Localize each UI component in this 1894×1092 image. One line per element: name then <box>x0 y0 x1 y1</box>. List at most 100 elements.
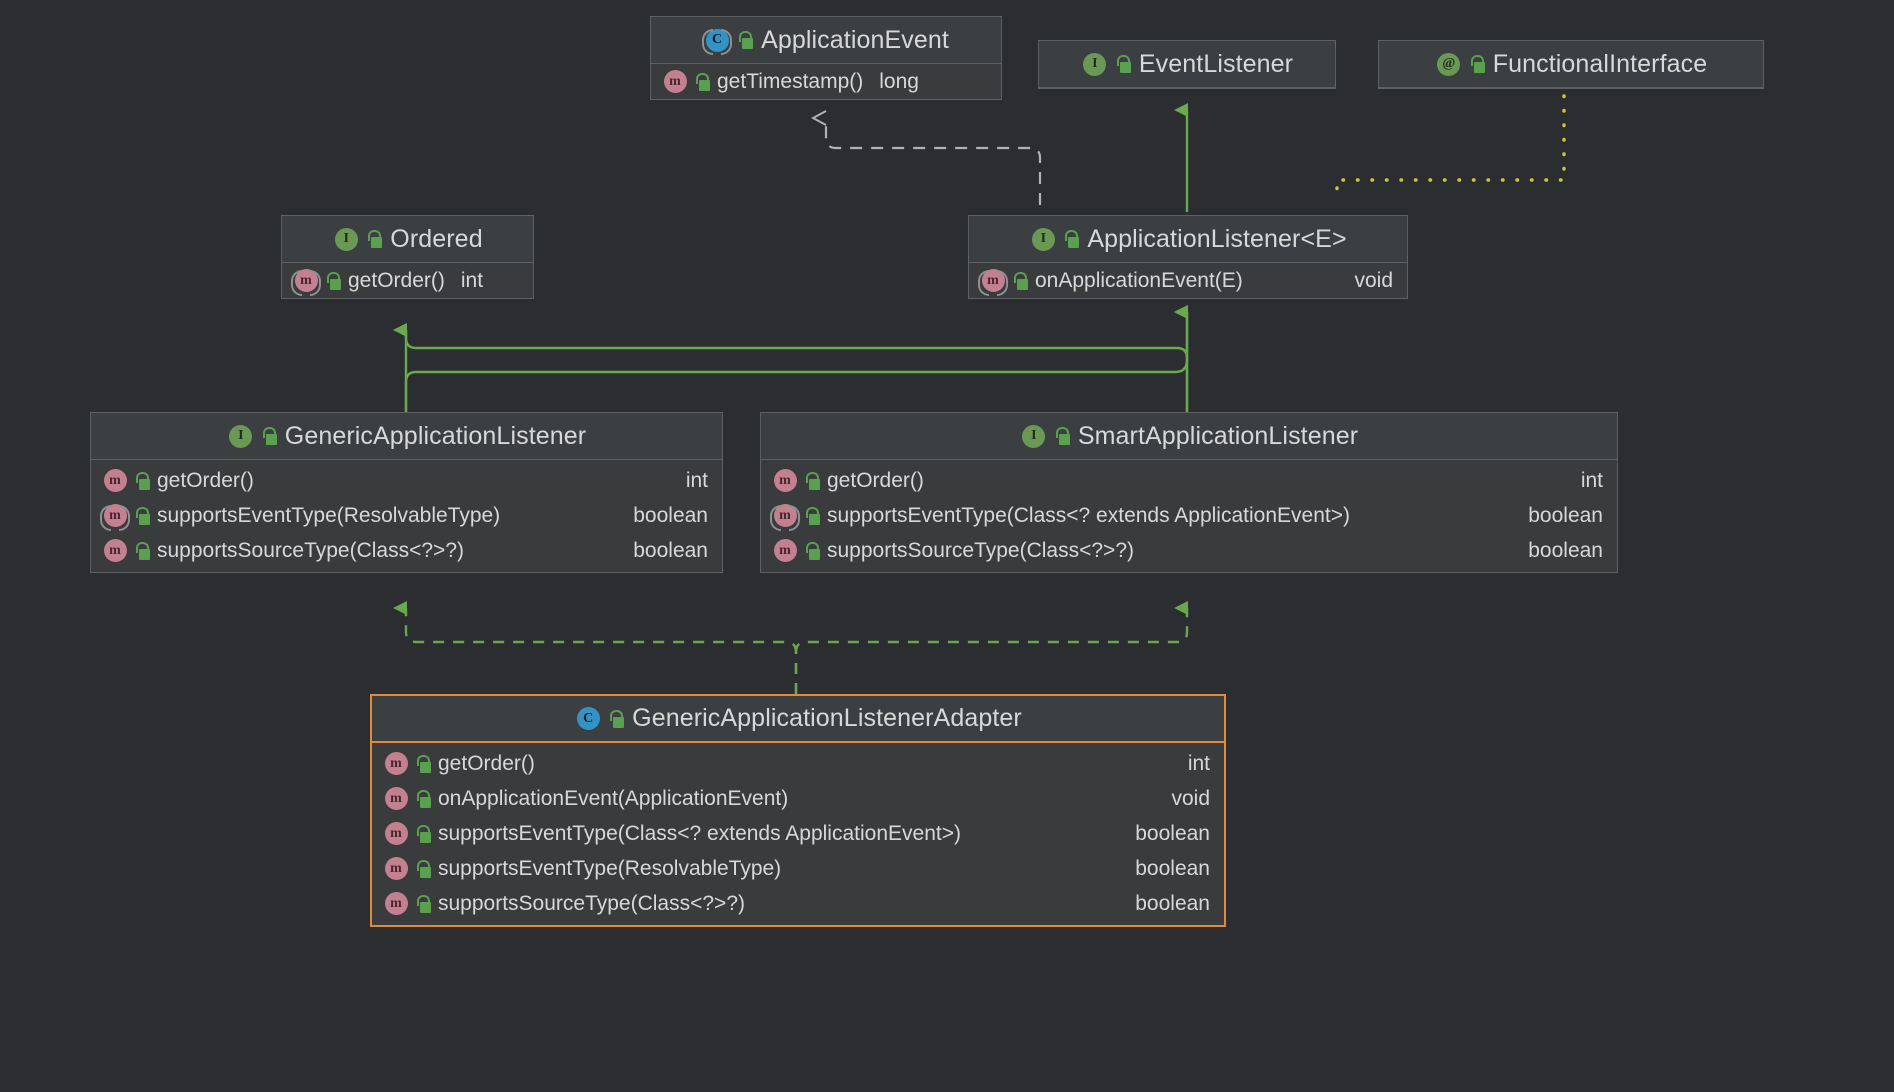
class-name: GenericApplicationListenerAdapter <box>632 704 1022 732</box>
public-unlocked-icon <box>695 72 711 91</box>
public-unlocked-icon <box>416 824 432 843</box>
public-unlocked-icon <box>416 789 432 808</box>
class-name: Ordered <box>390 224 483 253</box>
member-row[interactable]: m supportsSourceType(Class<?>?) boolean <box>91 533 722 568</box>
member-type: boolean <box>1135 891 1210 915</box>
class-name: SmartApplicationListener <box>1077 421 1359 450</box>
member-type: void <box>1354 268 1393 292</box>
public-unlocked-icon <box>805 541 821 560</box>
member-type: boolean <box>1528 503 1603 527</box>
edge-smart-to-ordered <box>393 323 1189 412</box>
abstract-method-icon: m <box>770 502 800 531</box>
member-row[interactable]: m supportsEventType(Class<? extends Appl… <box>761 498 1617 533</box>
edge-adapter-to-smart <box>794 601 1189 694</box>
class-name: ApplicationEvent <box>761 25 949 54</box>
method-icon: m <box>101 467 129 495</box>
class-members: m getOrder() int m onApplicationEvent(Ap… <box>372 743 1224 925</box>
member-name: supportsSourceType(Class<?>?) <box>157 538 464 562</box>
public-unlocked-icon <box>805 506 821 525</box>
member-name: getTimestamp() <box>717 69 864 93</box>
member-name: getOrder() <box>827 468 924 492</box>
interface-icon: I <box>1020 422 1048 450</box>
abstract-method-icon: m <box>291 267 321 296</box>
public-unlocked-icon <box>135 541 151 560</box>
public-unlocked-icon <box>609 709 625 728</box>
public-unlocked-icon <box>416 754 432 773</box>
member-name: onApplicationEvent(ApplicationEvent) <box>438 786 789 810</box>
abstract-method-icon: m <box>100 502 130 531</box>
member-name: supportsSourceType(Class<?>?) <box>827 538 1134 562</box>
class-node-header[interactable]: I EventListener <box>1039 41 1335 88</box>
public-unlocked-icon <box>738 31 754 49</box>
class-icon: C <box>574 705 602 733</box>
member-row[interactable]: m getOrder() int <box>282 263 533 298</box>
class-node-header[interactable]: C ApplicationEvent <box>651 17 1001 64</box>
member-name: getOrder() <box>348 268 445 292</box>
method-icon: m <box>382 750 410 778</box>
interface-icon: I <box>332 225 360 253</box>
class-node-header[interactable]: I Ordered <box>282 216 533 263</box>
class-node-header[interactable]: I GenericApplicationListener <box>91 413 722 460</box>
class-node-generic-application-listener-adapter[interactable]: C GenericApplicationListenerAdapter m ge… <box>370 694 1226 927</box>
member-type: long <box>879 69 919 93</box>
interface-icon: I <box>1081 50 1109 78</box>
method-icon: m <box>382 890 410 918</box>
member-name: supportsSourceType(Class<?>?) <box>438 891 745 915</box>
class-node-ordered[interactable]: I Ordered m getOrder() int <box>281 215 534 299</box>
class-members: m getOrder() int m supportsEventType(Cla… <box>761 460 1617 572</box>
member-type: int <box>1580 468 1603 492</box>
member-row[interactable]: m supportsEventType(ResolvableType) bool… <box>91 498 722 533</box>
method-icon: m <box>661 68 689 96</box>
member-row[interactable]: m supportsSourceType(Class<?>?) boolean <box>761 533 1617 568</box>
member-name: onApplicationEvent(E) <box>1035 268 1243 292</box>
member-type: int <box>1187 751 1210 775</box>
class-node-header[interactable]: @ FunctionalInterface <box>1379 41 1763 88</box>
member-row[interactable]: m supportsSourceType(Class<?>?) boolean <box>372 886 1224 921</box>
edge-adapter-to-generic <box>393 601 798 694</box>
member-type: boolean <box>633 503 708 527</box>
member-type: boolean <box>633 538 708 562</box>
interface-icon: I <box>227 422 255 450</box>
member-name: supportsEventType(ResolvableType) <box>157 503 501 527</box>
class-name: ApplicationListener<E> <box>1087 224 1347 253</box>
abstract-class-icon: C <box>702 26 733 55</box>
member-row[interactable]: m supportsEventType(Class<? extends Appl… <box>372 816 1224 851</box>
member-name: supportsEventType(ResolvableType) <box>438 856 782 880</box>
method-icon: m <box>771 537 799 565</box>
class-members: m getTimestamp() long <box>651 64 1001 99</box>
method-icon: m <box>101 537 129 565</box>
member-row[interactable]: m getOrder() int <box>372 746 1224 781</box>
member-row[interactable]: m onApplicationEvent(E) void <box>969 263 1407 298</box>
member-type: int <box>460 268 484 292</box>
class-node-header[interactable]: I SmartApplicationListener <box>761 413 1617 460</box>
class-name: GenericApplicationListener <box>284 421 587 450</box>
member-row[interactable]: m supportsEventType(ResolvableType) bool… <box>372 851 1224 886</box>
member-row[interactable]: m onApplicationEvent(ApplicationEvent) v… <box>372 781 1224 816</box>
member-row[interactable]: m getOrder() int <box>91 463 722 498</box>
class-node-generic-application-listener[interactable]: I GenericApplicationListener m getOrder(… <box>90 412 723 573</box>
annotation-icon: @ <box>1435 50 1463 78</box>
class-node-application-listener[interactable]: I ApplicationListener<E> m onApplication… <box>968 215 1408 299</box>
member-row[interactable]: m getOrder() int <box>761 463 1617 498</box>
public-unlocked-icon <box>805 471 821 490</box>
public-unlocked-icon <box>1470 55 1486 73</box>
public-unlocked-icon <box>135 506 151 525</box>
class-node-functional-interface[interactable]: @ FunctionalInterface <box>1378 40 1764 89</box>
class-node-application-event[interactable]: C ApplicationEvent m getTimestamp() long <box>650 16 1002 100</box>
member-row[interactable]: m getTimestamp() long <box>651 64 1001 99</box>
class-node-header[interactable]: I ApplicationListener<E> <box>969 216 1407 263</box>
member-name: getOrder() <box>438 751 535 775</box>
class-node-event-listener[interactable]: I EventListener <box>1038 40 1336 89</box>
method-icon: m <box>382 785 410 813</box>
class-members: m getOrder() int m supportsEventType(Res… <box>91 460 722 572</box>
public-unlocked-icon <box>262 427 278 445</box>
class-node-smart-application-listener[interactable]: I SmartApplicationListener m getOrder() … <box>760 412 1618 573</box>
public-unlocked-icon <box>367 230 383 248</box>
edge-generic-to-appl <box>404 305 1189 412</box>
class-name: FunctionalInterface <box>1492 49 1708 78</box>
abstract-method-icon: m <box>978 267 1008 296</box>
class-node-header[interactable]: C GenericApplicationListenerAdapter <box>372 696 1224 743</box>
method-icon: m <box>382 820 410 848</box>
edge-appl-to-event <box>826 118 1042 205</box>
